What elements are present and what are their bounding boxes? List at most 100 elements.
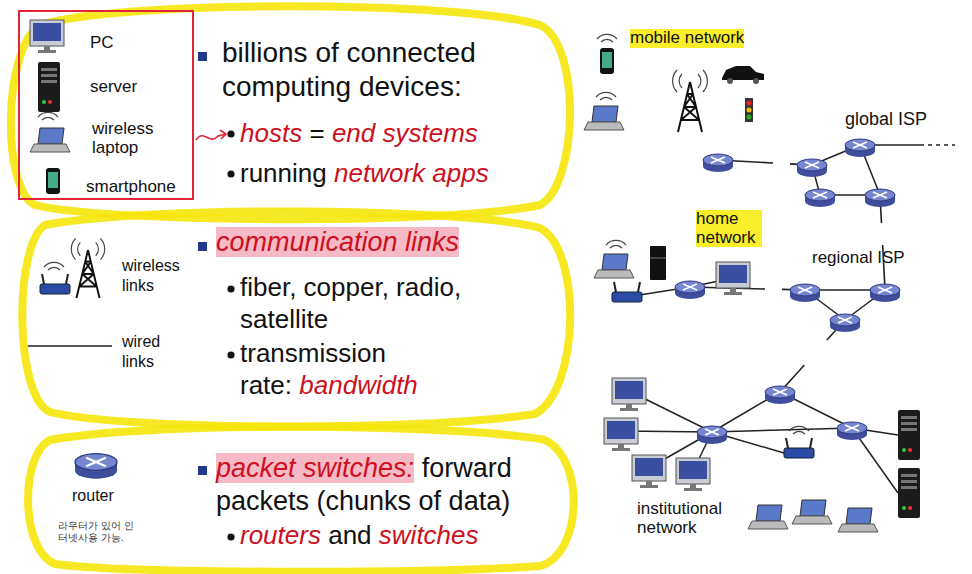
- laptop-keyboard: [584, 122, 624, 130]
- router-icon: [805, 189, 835, 207]
- fridge-door: [650, 258, 666, 259]
- laptop-screen: [846, 508, 872, 524]
- pc-screen: [679, 461, 707, 479]
- device-label: wireless laptop: [92, 120, 172, 157]
- bullet-square: [198, 52, 207, 61]
- slide-text: end systems: [332, 118, 478, 148]
- wireless-router: [612, 282, 642, 302]
- fridge-icon: [650, 246, 666, 280]
- highlighter-loop: [28, 427, 574, 572]
- slide-text: switches: [379, 520, 479, 550]
- text-block: transmission rate:bandwidth: [240, 338, 540, 401]
- slide-text: bandwidth: [299, 370, 418, 400]
- home-network-region: home network: [588, 208, 765, 326]
- pc-monitor: [632, 455, 666, 481]
- server-case: [898, 410, 920, 460]
- pc-stand: [646, 481, 652, 485]
- wireless-router: [40, 274, 70, 294]
- pc-screen: [635, 458, 663, 476]
- phone-body: [600, 48, 614, 74]
- wifi-waves: [606, 240, 626, 248]
- router-top: [797, 159, 827, 171]
- router-top: [830, 314, 860, 326]
- server-slot: [41, 80, 57, 83]
- text-block: billions of connected computing devices:: [222, 36, 552, 104]
- car-wheel: [753, 78, 759, 84]
- region-fill: [599, 374, 951, 556]
- pc-screen: [719, 265, 747, 283]
- router-arrows: [853, 142, 867, 148]
- server-led: [902, 448, 906, 452]
- router-arrows: [813, 192, 827, 198]
- pc-icon: [30, 20, 64, 53]
- pc-icon: [676, 458, 710, 491]
- pc-stand: [44, 46, 50, 50]
- router-icon: [837, 422, 867, 440]
- slide-text: router: [72, 487, 114, 504]
- laptop-screen: [756, 505, 782, 521]
- slide-text: hosts: [240, 118, 302, 148]
- traffic-light: [745, 98, 753, 122]
- router-top: [697, 426, 727, 438]
- wired-link-sample: [28, 345, 112, 347]
- highlighter-loop: [22, 211, 570, 426]
- laptop-icon: [584, 106, 624, 130]
- server-icon: [898, 410, 920, 460]
- network-cloud: mobile network: [568, 25, 773, 175]
- pc-screen: [607, 421, 635, 439]
- region-fill: [572, 32, 769, 172]
- server-led: [48, 100, 52, 104]
- phone-body: [46, 168, 60, 194]
- bullet-dot: [227, 285, 234, 292]
- fridge-body: [650, 246, 666, 280]
- network-cloud: institutional network: [592, 365, 958, 560]
- laptop-keyboard: [792, 516, 832, 524]
- router-arrows: [705, 429, 719, 435]
- light-green: [747, 115, 752, 120]
- pc-icon: [604, 418, 638, 451]
- wifi-arcs: [606, 240, 626, 248]
- network-label: global ISP: [845, 110, 927, 130]
- phone-screen: [48, 172, 58, 188]
- slide-text: network apps: [334, 158, 489, 188]
- pc-monitor: [30, 20, 64, 46]
- wifi-arcs: [597, 34, 617, 42]
- car-body: [722, 66, 764, 80]
- light-amber: [747, 108, 752, 113]
- pc-stand: [730, 288, 736, 292]
- pc-foot: [724, 292, 742, 295]
- network-label: home network: [696, 210, 762, 247]
- laptop-keyboard: [30, 144, 70, 152]
- router-icon: [75, 454, 117, 479]
- slide-text: =: [309, 118, 324, 148]
- router-top: [790, 284, 820, 296]
- laptop-screen: [38, 128, 64, 144]
- region-fill: [793, 111, 956, 221]
- router-box: [612, 292, 642, 302]
- laptop-keyboard: [748, 521, 788, 529]
- phone-screen: [602, 52, 612, 68]
- router-top: [675, 281, 705, 293]
- router-icon: [765, 386, 795, 404]
- router-icon: [797, 159, 827, 177]
- text-block: hosts= end systems: [240, 118, 560, 150]
- network-label: institutional network: [637, 500, 762, 537]
- server-case: [898, 468, 920, 518]
- pc-foot: [684, 488, 702, 491]
- pc-icon: [716, 262, 750, 295]
- tower-waves: [673, 70, 708, 92]
- router-icon: [830, 314, 860, 332]
- router-antennas: [614, 282, 640, 292]
- bullet-dot: [227, 170, 234, 177]
- pc-monitor: [604, 418, 638, 444]
- network-link: [773, 162, 790, 165]
- laptop-keyboard: [594, 270, 634, 278]
- phone-icon: [46, 168, 60, 194]
- device-label: smartphone: [86, 178, 176, 197]
- router-icon: [845, 139, 875, 157]
- laptop-screen: [602, 254, 628, 270]
- phone-icon: [600, 48, 614, 74]
- server-slot: [901, 416, 917, 419]
- laptop-icon: [748, 505, 788, 529]
- network-cloud: global ISP: [790, 105, 960, 223]
